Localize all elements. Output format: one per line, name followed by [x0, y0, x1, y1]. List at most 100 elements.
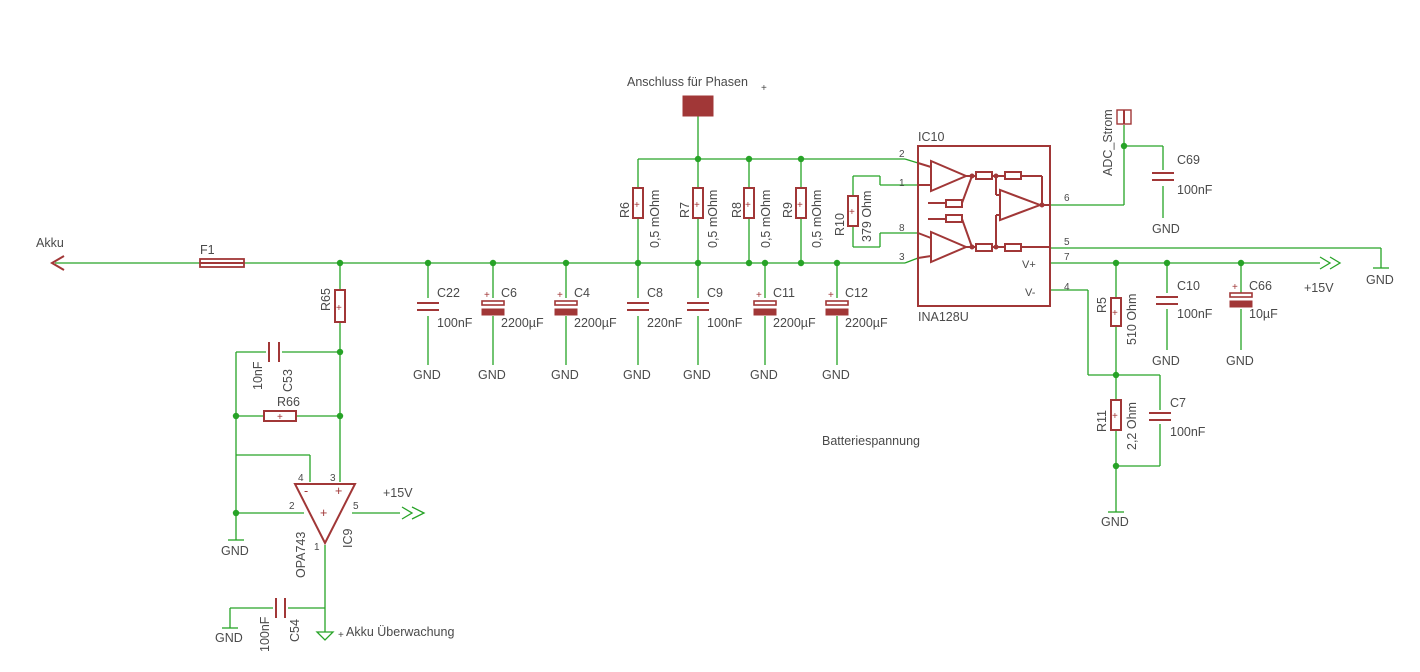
capacitor-c6[interactable]: + C6 2200µF GND — [478, 286, 544, 382]
c9-name: C9 — [707, 286, 723, 300]
plus-glyph: + — [336, 303, 342, 314]
pin-2: 2 — [899, 149, 905, 160]
c4-value: 2200µF — [574, 316, 617, 330]
c69-value: 100nF — [1177, 183, 1213, 197]
opamp-ic9[interactable]: - + + 4 3 2 5 1 OPA743 IC9 — [289, 473, 359, 578]
plus-glyph: + — [277, 412, 283, 423]
plus-glyph: + — [745, 200, 751, 211]
adc-connector[interactable]: ADC_Strom — [1101, 109, 1132, 176]
capacitor-c11[interactable]: + C11 2200µF GND — [750, 286, 816, 382]
gnd-label: GND — [1366, 273, 1394, 287]
c6-name: C6 — [501, 286, 517, 300]
plus-glyph: + — [1112, 308, 1118, 319]
plus15v-left-label: +15V — [383, 486, 413, 500]
ic9-name: IC9 — [341, 529, 355, 549]
c4-plus: + — [557, 290, 563, 301]
gnd-label: GND — [623, 368, 651, 382]
gnd-label: GND — [1101, 515, 1129, 529]
gnd-label: GND — [683, 368, 711, 382]
gnd-label: GND — [413, 368, 441, 382]
capacitor-c54[interactable]: 100nF C54 — [258, 598, 302, 652]
c6-value: 2200µF — [501, 316, 544, 330]
r66-name: R66 — [277, 395, 300, 409]
ina-internal-amp-1 — [917, 159, 1043, 205]
phase-connector-pad[interactable]: Anschluss für Phasen + — [627, 75, 767, 117]
c6-plus: + — [484, 290, 490, 301]
ic10-name: IC10 — [918, 130, 944, 144]
akku-label: Akku — [36, 236, 64, 250]
ic10-type: INA128U — [918, 310, 969, 324]
c22-value: 100nF — [437, 316, 473, 330]
akku-ueberwachung-output[interactable]: Akku Überwachung + — [315, 625, 454, 641]
resistor-r11[interactable]: + R11 2,2 Ohm — [1095, 399, 1139, 450]
phase-connector-plus: + — [761, 83, 767, 94]
c11-plus: + — [756, 290, 762, 301]
gnd-label: GND — [551, 368, 579, 382]
r9-value: 0,5 mOhm — [810, 190, 824, 248]
pin-5: 5 — [1064, 237, 1070, 248]
capacitor-c69[interactable]: C69 100nF GND — [1152, 153, 1213, 236]
plus15v-supply-left[interactable]: +15V — [383, 486, 426, 520]
capacitor-c4[interactable]: + C4 2200µF GND — [551, 286, 617, 382]
plus15v-supply-right[interactable]: +15V — [1304, 256, 1342, 295]
pin-6: 6 — [1064, 193, 1070, 204]
resistor-r8[interactable]: + R8 0,5 mOhm — [730, 187, 773, 248]
plus-glyph: + — [694, 200, 700, 211]
gnd-label: GND — [1226, 354, 1254, 368]
ic10-ina128u[interactable]: IC10 INA128U V+ V- 2 1 8 3 6 5 7 4 — [899, 130, 1070, 324]
c69-name: C69 — [1177, 153, 1200, 167]
wires — [55, 116, 1382, 632]
c9-value: 100nF — [707, 316, 743, 330]
r5-name: R5 — [1095, 297, 1109, 313]
c12-name: C12 — [845, 286, 868, 300]
r8-value: 0,5 mOhm — [759, 190, 773, 248]
gnd-label: GND — [215, 631, 243, 645]
r5-value: 510 Ohm — [1125, 294, 1139, 345]
c7-value: 100nF — [1170, 425, 1206, 439]
plus15v-right-label: +15V — [1304, 281, 1334, 295]
ic9-pin-2: 2 — [289, 501, 295, 512]
c8-name: C8 — [647, 286, 663, 300]
resistor-r10[interactable]: + R10 379 Ohm — [833, 191, 874, 242]
fuse-f1-label: F1 — [200, 243, 215, 257]
r11-name: R11 — [1095, 410, 1109, 432]
r8-name: R8 — [730, 202, 744, 218]
fuse-f1[interactable]: F1 — [199, 243, 245, 268]
capacitor-c7[interactable]: C7 100nF — [1149, 396, 1206, 439]
capacitor-c10[interactable]: C10 100nF GND — [1152, 279, 1213, 368]
capacitor-c12[interactable]: + C12 2200µF GND — [822, 286, 888, 382]
c8-value: 220nF — [647, 316, 683, 330]
gnd-label: GND — [1152, 354, 1180, 368]
resistor-r65[interactable]: + R65 — [319, 288, 346, 323]
resistor-r7[interactable]: + R7 0,5 mOhm — [678, 187, 720, 248]
akku-connector[interactable]: Akku — [36, 236, 65, 271]
pin-1: 1 — [899, 178, 905, 189]
gnd-label: GND — [221, 544, 249, 558]
capacitor-c66[interactable]: + C66 10µF GND — [1226, 279, 1278, 368]
r9-name: R9 — [781, 202, 795, 218]
pin-4: 4 — [1064, 282, 1070, 293]
capacitor-c9[interactable]: C9 100nF GND — [683, 286, 743, 382]
c10-value: 100nF — [1177, 307, 1213, 321]
akku-ueberwachung-label: Akku Überwachung — [346, 625, 454, 639]
plus-glyph: + — [849, 207, 855, 218]
gnd-pin5: GND — [1366, 267, 1394, 287]
gnd-label: GND — [478, 368, 506, 382]
resistor-r66[interactable]: + R66 — [263, 395, 300, 423]
resistor-r5[interactable]: + R5 510 Ohm — [1095, 294, 1139, 345]
c7-name: C7 — [1170, 396, 1186, 410]
capacitor-c8[interactable]: C8 220nF GND — [623, 286, 683, 382]
capacitor-c53[interactable]: 10nF C53 — [251, 342, 295, 392]
capacitor-c22[interactable]: C22 100nF GND — [413, 286, 473, 382]
c53-value: 10nF — [251, 361, 265, 390]
resistor-r6[interactable]: + R6 0,5 mOhm — [618, 187, 662, 248]
plus-glyph: + — [634, 200, 640, 211]
gnd-label: GND — [1152, 222, 1180, 236]
c11-name: C11 — [773, 286, 795, 300]
c54-name: C54 — [288, 619, 302, 642]
r6-name: R6 — [618, 202, 632, 218]
ic9-type: OPA743 — [294, 532, 308, 578]
ina-internal-amp-3 — [928, 173, 1050, 250]
resistor-r9[interactable]: + R9 0,5 mOhm — [781, 187, 824, 248]
